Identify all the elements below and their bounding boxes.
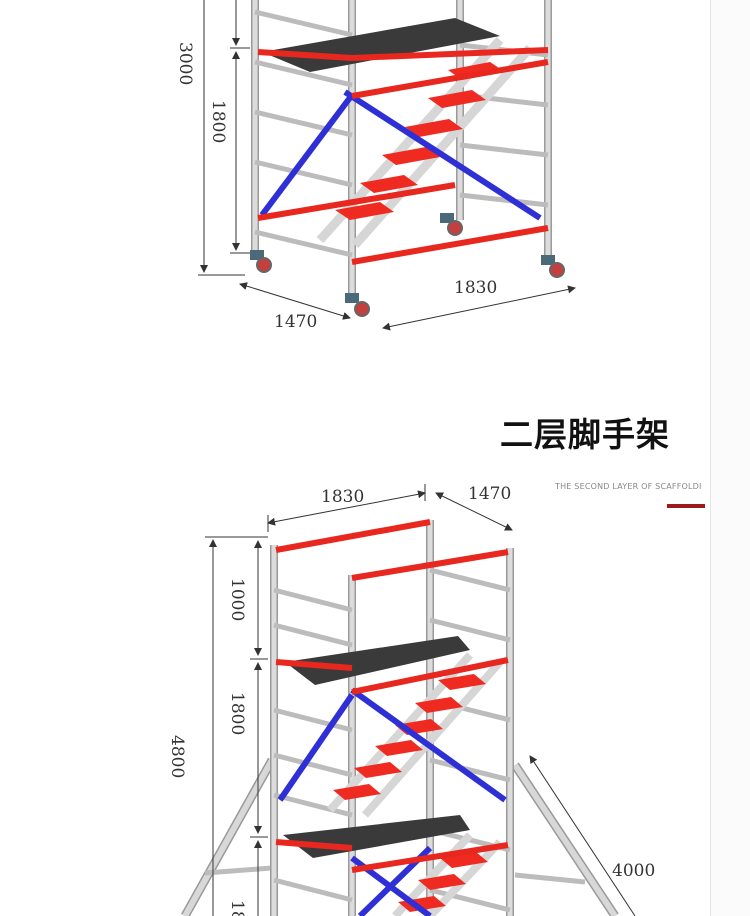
bottom-upper-stair	[327, 652, 503, 818]
top-dim-1800: 1800	[208, 100, 228, 143]
bottom-lower-stair	[392, 832, 503, 916]
bottom-red-rails	[275, 519, 509, 873]
top-dimension-lines	[198, 0, 576, 331]
bottom-dim-1000: 1000	[227, 578, 247, 621]
bottom-dimension-lines	[205, 484, 636, 916]
bottom-dim-1470: 1470	[468, 484, 511, 504]
top-red-rails	[257, 47, 549, 265]
bottom-front-frame	[270, 545, 356, 916]
top-dim-1830: 1830	[454, 278, 497, 298]
right-margin-strip	[711, 0, 750, 916]
section-subtitle: THE SECOND LAYER OF SCAFFOLDI	[555, 482, 702, 491]
top-scaffold-illustration	[250, 0, 565, 317]
bottom-dim-1830: 1830	[321, 487, 364, 507]
top-casters	[250, 213, 565, 317]
bottom-upper-deck	[285, 636, 470, 685]
bottom-dim-1800-lower: 1800	[227, 900, 247, 916]
bottom-dim-1800-upper: 1800	[227, 692, 247, 735]
bottom-dim-4800: 4800	[167, 735, 187, 778]
top-dim-3000: 3000	[175, 42, 195, 85]
right-margin-rule	[710, 0, 711, 916]
section-accent-bar	[667, 504, 705, 508]
bottom-scaffold-illustration	[181, 519, 619, 916]
top-dim-1470: 1470	[274, 312, 317, 332]
bottom-dim-4000: 4000	[612, 861, 655, 881]
top-brace-back	[343, 89, 542, 221]
section-title: 二层脚手架	[500, 415, 670, 454]
bottom-back-frame	[426, 520, 514, 916]
top-brace-left	[259, 93, 355, 217]
bottom-lower-deck	[283, 815, 470, 858]
